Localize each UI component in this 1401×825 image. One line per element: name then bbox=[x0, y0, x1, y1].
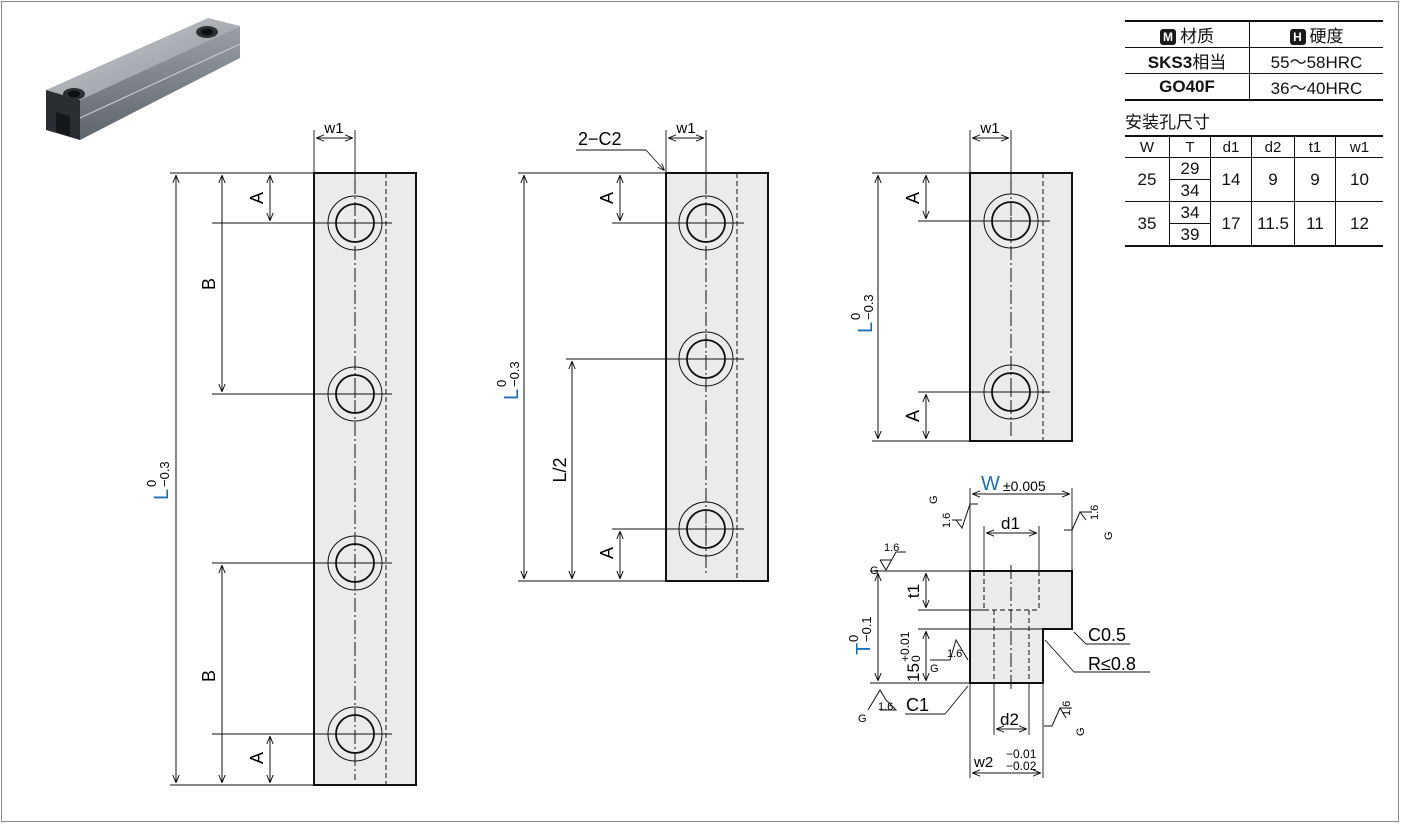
table-header: d1 bbox=[1210, 135, 1252, 158]
m-badge: M bbox=[1160, 29, 1176, 45]
material-cell: GO40F bbox=[1125, 73, 1250, 101]
product-photo bbox=[46, 18, 241, 140]
material-cell: SKS3相当 bbox=[1125, 47, 1250, 74]
hardness-cell: 55～58HRC bbox=[1249, 47, 1383, 74]
table-header: w1 bbox=[1335, 135, 1383, 158]
table-header: W bbox=[1125, 135, 1170, 158]
hole-table-title: 安装孔尺寸 bbox=[1125, 113, 1210, 132]
table-header: T bbox=[1169, 135, 1211, 158]
h-badge: H bbox=[1289, 29, 1306, 45]
table-header: d2 bbox=[1251, 135, 1295, 158]
table-header: t1 bbox=[1294, 135, 1336, 158]
hardness-cell: 36～40HRC bbox=[1249, 73, 1383, 101]
